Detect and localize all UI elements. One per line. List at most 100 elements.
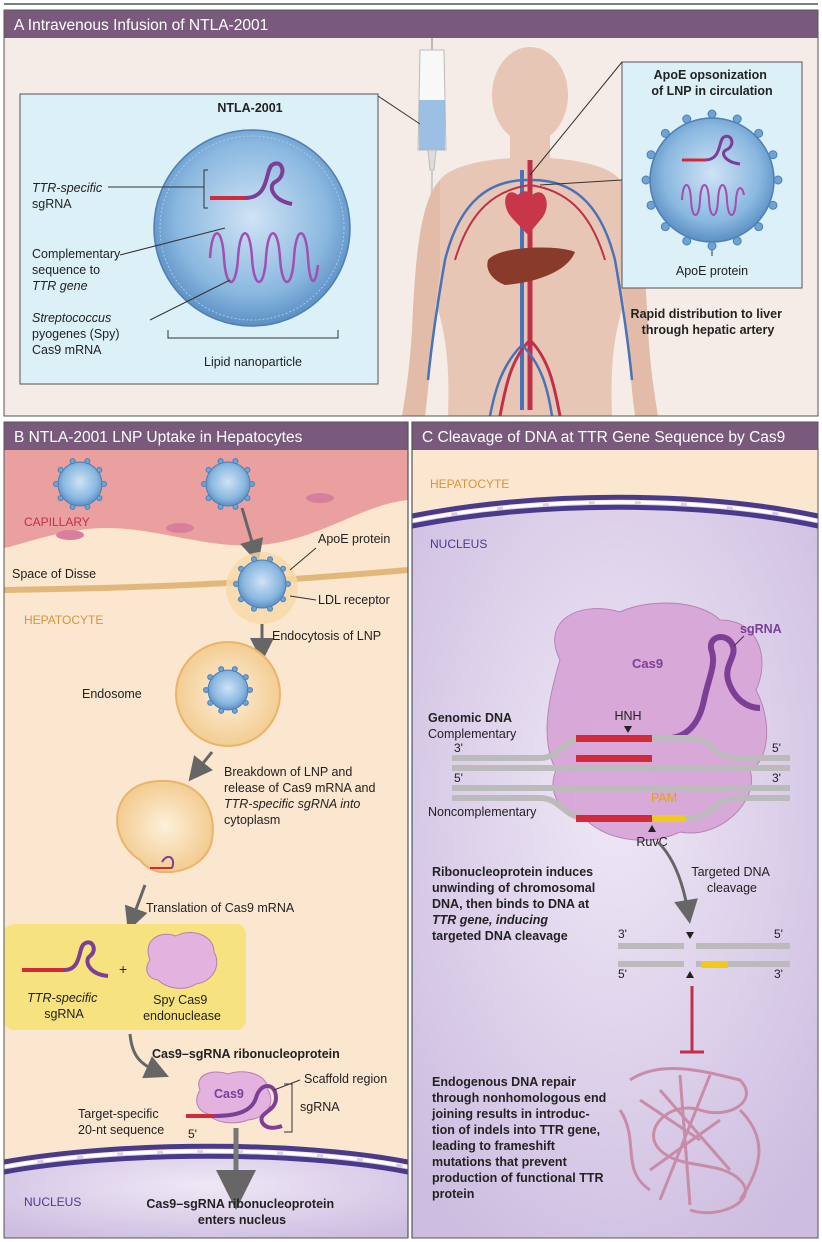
capillary-label: CAPILLARY: [24, 515, 90, 529]
cleaved-dna: [618, 932, 790, 978]
apoe-dot: [57, 495, 64, 502]
scaffold-region-label: Scaffold region: [304, 1072, 387, 1086]
apoe-dot: [641, 175, 651, 185]
dna-complementary: [452, 735, 790, 771]
apoe-ring-capillary-1: [53, 458, 107, 510]
spy-cas9-label: Spy Cas9 endonuclease: [143, 993, 221, 1023]
apoe-dot: [660, 222, 670, 232]
apoe-dot: [69, 458, 76, 465]
apoe-dot: [732, 114, 742, 124]
rnp-cas9-label: Cas9: [214, 1087, 244, 1101]
apoe-dot: [57, 466, 64, 473]
apoe-dot: [267, 556, 274, 563]
human-body: [402, 47, 658, 417]
nucleus-label-c: NUCLEUS: [430, 537, 487, 551]
five-prime-cleaved-right: 5': [774, 927, 783, 941]
spy-cas9-mrna-label: Streptococcus pyogenes (Spy) Cas9 mRNA: [32, 311, 123, 357]
distribution-label: Rapid distribution to liver through hepa…: [631, 307, 786, 337]
nucleus-label-b: NUCLEUS: [24, 1195, 81, 1209]
apoe-dot: [768, 200, 778, 210]
lipid-nanoparticle-label: Lipid nanoparticle: [204, 355, 302, 369]
apoe-dot: [207, 699, 214, 706]
lnp-in-capillary: [57, 461, 251, 507]
sgrna-component: [22, 940, 109, 978]
panel-b-header: [4, 422, 408, 450]
panel-a-header: [4, 10, 818, 38]
apoe-dot: [207, 674, 214, 681]
breaking-endosome: [116, 779, 214, 873]
rnp-five-prime: 5': [188, 1127, 197, 1141]
apoe-dot: [232, 503, 239, 510]
pam-label: PAM: [651, 791, 677, 805]
hepatocyte-label-b: HEPATOCYTE: [24, 613, 103, 627]
apoe-dot: [267, 605, 274, 612]
apoe-ring-a: [641, 109, 783, 251]
three-prime-cleaved-left: 3': [618, 927, 627, 941]
rnp-unwinding-text: Ribonucleoprotein induces unwinding of c…: [432, 865, 599, 943]
sgrna-component-label: TTR-specific sgRNA: [27, 991, 101, 1021]
apoe-dot: [285, 581, 291, 587]
five-prime-cleaved-left: 5': [618, 967, 627, 981]
apoe-dot: [244, 466, 251, 473]
apoe-dot: [237, 565, 244, 572]
apoe-dot: [250, 556, 257, 563]
complementary-label-c: Complementary: [428, 727, 517, 741]
plus-sign: +: [119, 961, 127, 977]
panel-c-header: [412, 422, 818, 450]
apoe-dot: [218, 666, 225, 673]
ttr-protein-structure: [618, 1067, 761, 1215]
dna-noncomplementary: [452, 785, 790, 822]
apoe-dot: [96, 466, 103, 473]
cas9-label-c: Cas9: [632, 656, 663, 671]
apoe-dot: [205, 495, 212, 502]
apoe-dot: [69, 503, 76, 510]
genomic-dna-label: Genomic DNA: [428, 711, 512, 725]
translation-label: Translation of Cas9 mRNA: [146, 901, 295, 915]
apoe-dot: [218, 707, 225, 714]
apoe-dot: [250, 605, 257, 612]
apoe-dot: [203, 687, 209, 693]
apoe-dot: [732, 236, 742, 246]
three-prime-bottom-right: 3': [772, 771, 781, 785]
apoe-dot: [242, 699, 249, 706]
apoe-dot: [249, 481, 255, 487]
apoe-dot: [201, 481, 207, 487]
noncomplementary-label: Noncomplementary: [428, 805, 537, 819]
apoe-dot: [280, 596, 287, 603]
apoe-ring-endosome: [203, 666, 253, 714]
targeted-cleavage-label: Targeted DNA cleavage: [691, 865, 772, 895]
five-prime-bottom-left: 5': [454, 771, 463, 785]
apoe-dot: [84, 503, 91, 510]
apoe-dot: [244, 495, 251, 502]
three-prime-cleaved-right: 3': [774, 967, 783, 981]
rnp-sgrna-label: sgRNA: [300, 1100, 340, 1114]
lnp-particle-large: [153, 129, 351, 327]
apoe-protein-label-a: ApoE protein: [676, 264, 748, 278]
panel-a-title: A Intravenous Infusion of NTLA-2001: [14, 17, 268, 34]
ldl-receptor-label: LDL receptor: [318, 593, 390, 607]
endocytosis-label: Endocytosis of LNP: [272, 629, 381, 643]
apoe-dot: [754, 222, 764, 232]
rnp-title-label: Cas9–sgRNA ribonucleoprotein: [152, 1047, 340, 1061]
apoe-dot: [205, 466, 212, 473]
enters-nucleus-label: Cas9–sgRNA ribonucleoprotein enters nucl…: [146, 1197, 337, 1227]
apoe-dot: [646, 200, 656, 210]
complementary-sequence-label: Complementary sequence to TTR gene: [32, 247, 124, 293]
sgrna-label-c: sgRNA: [740, 622, 782, 636]
apoe-dot: [646, 150, 656, 160]
lnp-sgrna-label: TTR-specific sgRNA: [32, 181, 106, 211]
hepatocyte-label-c: HEPATOCYTE: [430, 477, 509, 491]
apoe-dot: [232, 458, 239, 465]
sgrna-c: [650, 634, 761, 741]
breakdown-label: Breakdown of LNP and release of Cas9 mRN…: [224, 765, 379, 827]
three-prime-top-left: 3': [454, 741, 463, 755]
apoe-dot: [101, 481, 107, 487]
apoe-dot: [280, 565, 287, 572]
hnh-label: HNH: [614, 709, 641, 723]
apoe-dot: [84, 458, 91, 465]
apoe-dot: [217, 458, 224, 465]
spy-cas9-endonuclease: [146, 932, 218, 989]
apoe-dot: [707, 109, 717, 119]
apoe-dot: [237, 596, 244, 603]
